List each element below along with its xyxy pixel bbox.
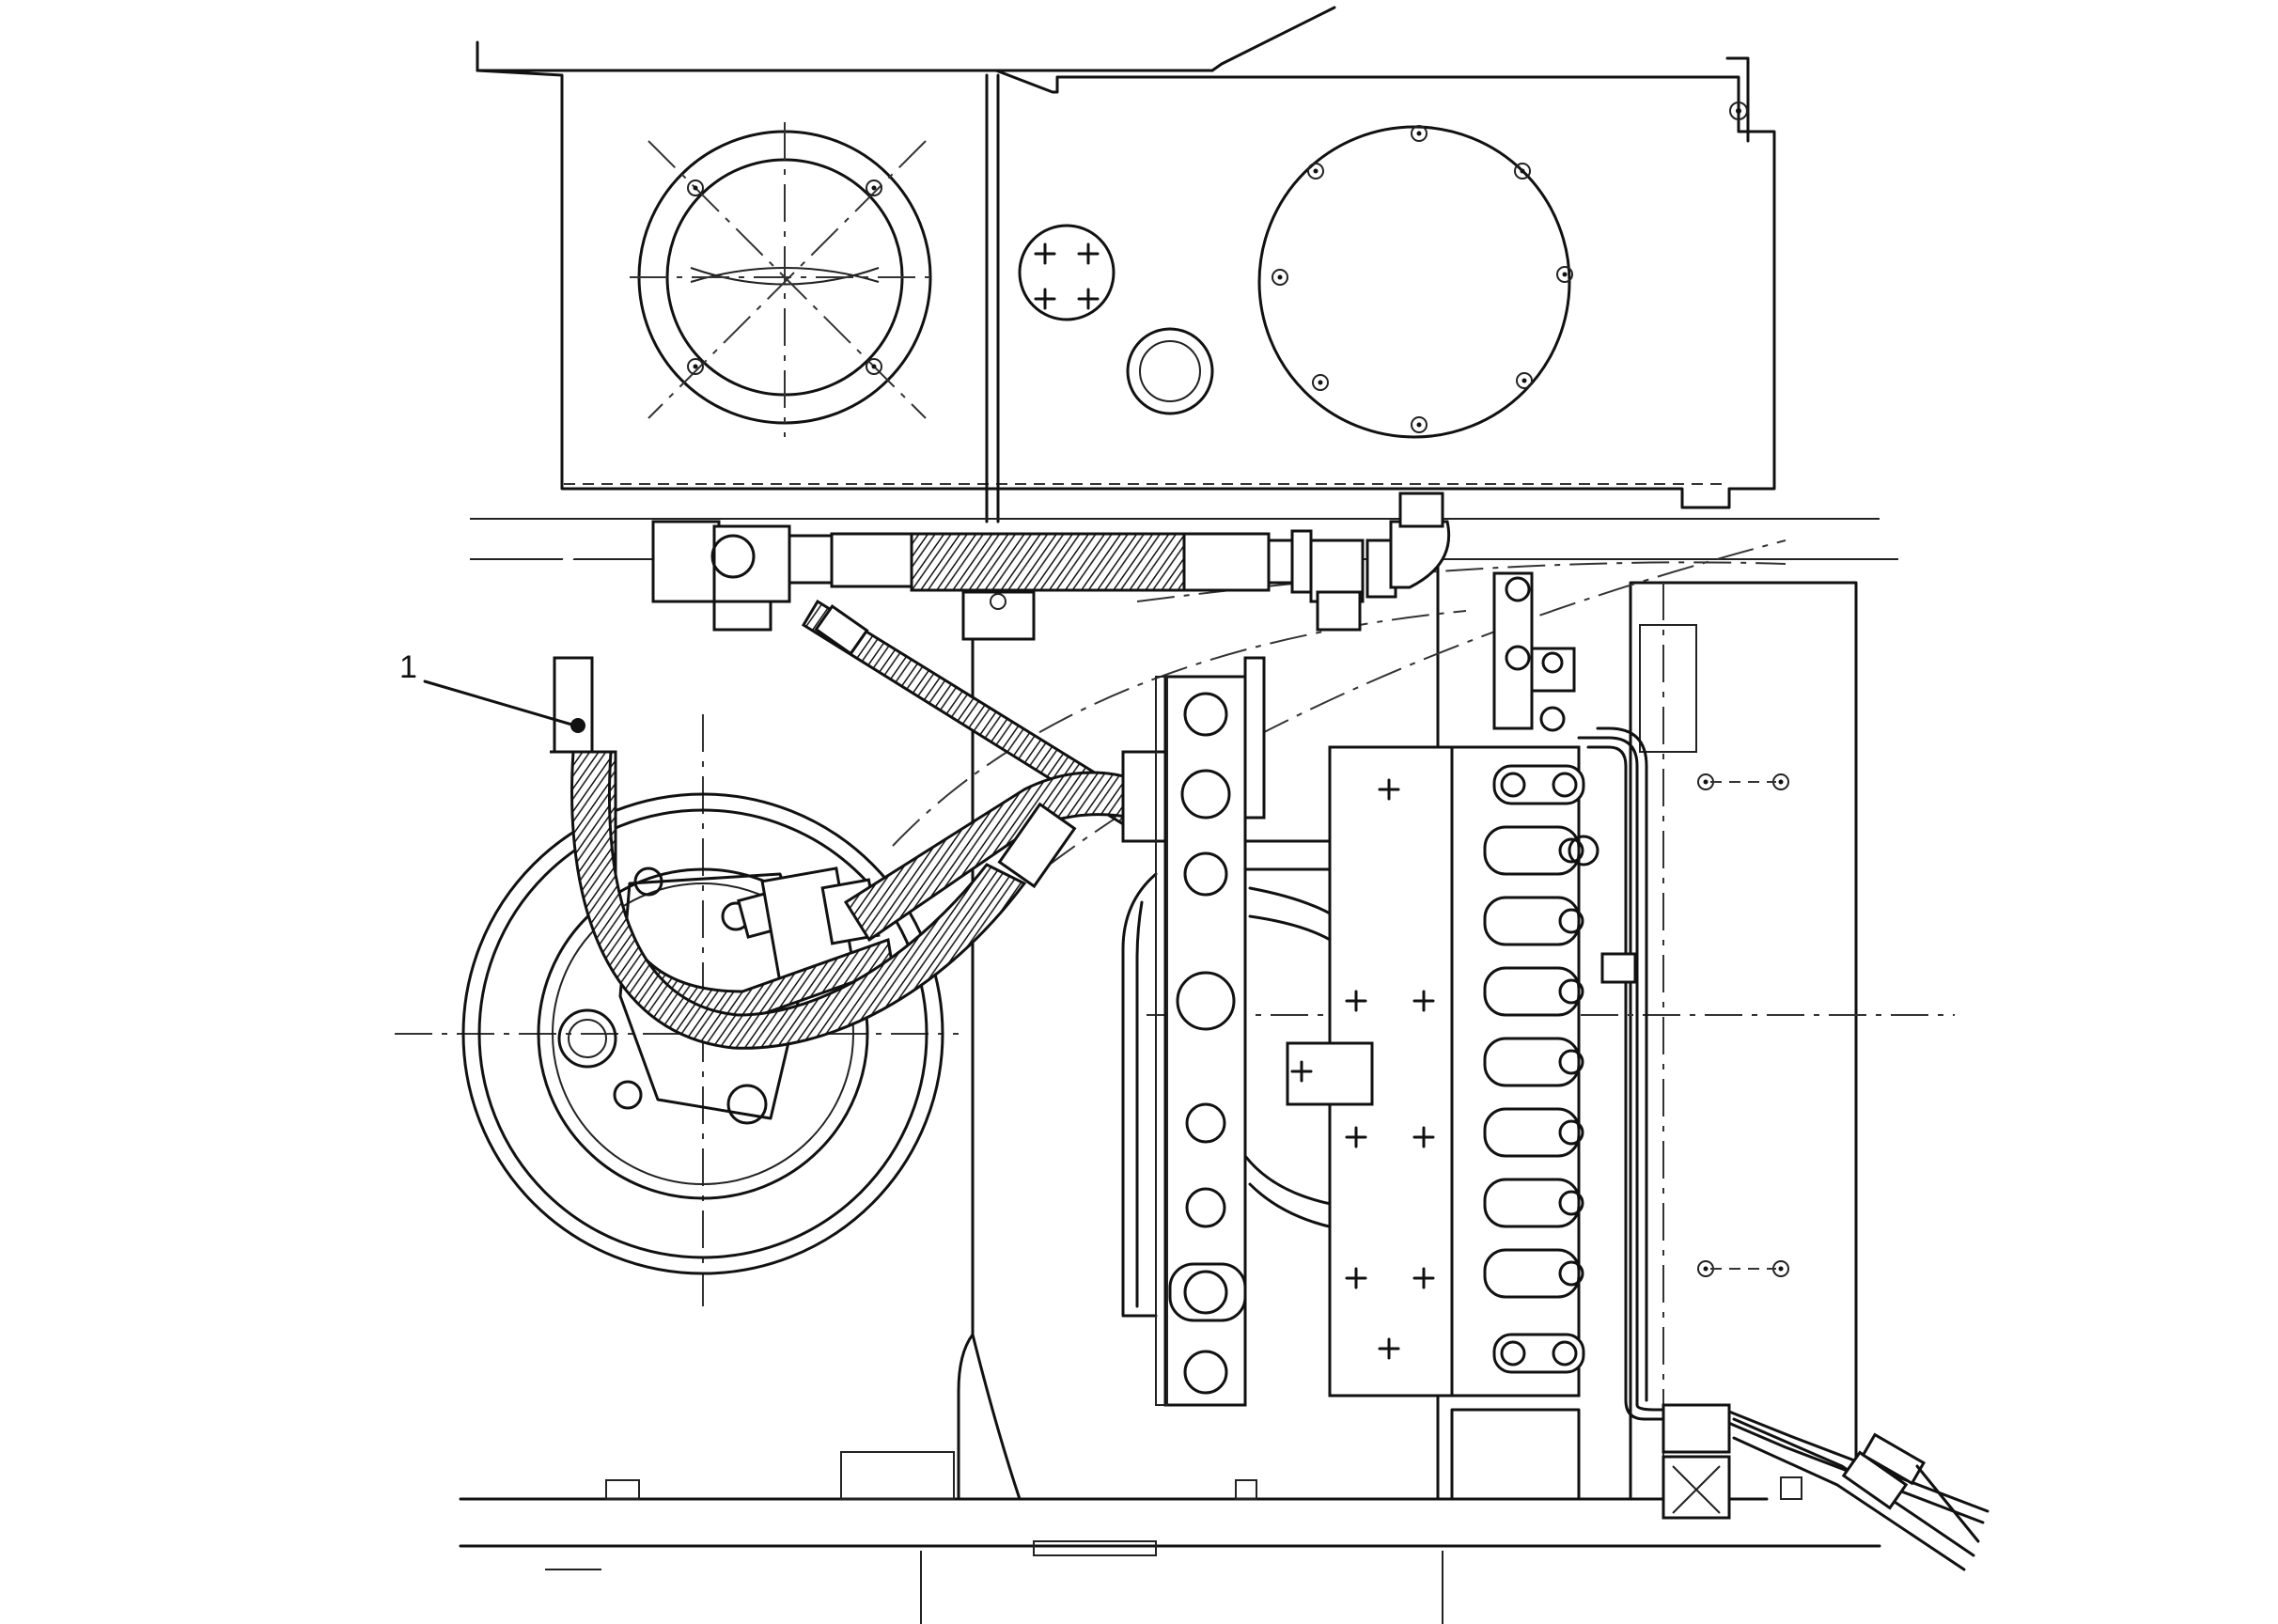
port-cap-small [1018,224,1214,415]
valve-manifold [1121,656,1266,1407]
control-valve-bank [1286,745,1585,1398]
callout-1 [423,679,585,733]
tank-housing [470,6,1898,560]
mount-bracket [1492,571,1576,732]
round-cover-right [1257,125,1573,439]
hose-upper [651,492,1451,641]
hose-main [550,536,1027,1050]
callout-number-label: 1 [399,649,417,685]
control-tubes [1568,726,1989,1571]
filter-housing-left [630,122,940,437]
